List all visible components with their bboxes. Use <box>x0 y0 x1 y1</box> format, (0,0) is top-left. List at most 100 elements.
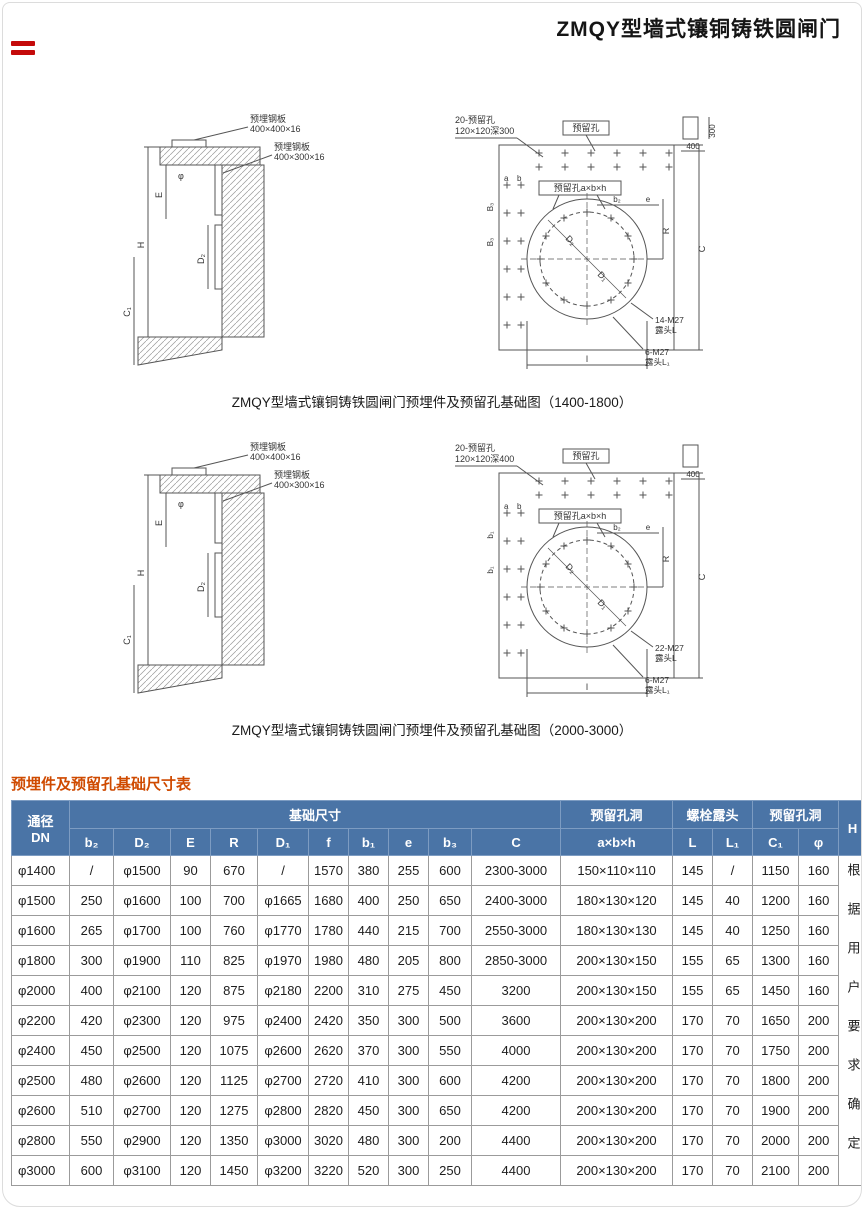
value-cell: 2300-3000 <box>470 855 562 886</box>
dim-e: e <box>646 195 651 204</box>
value-cell: 600 <box>428 1065 472 1096</box>
group-header-bolt: 螺栓露头 <box>672 800 754 829</box>
value-cell: 2420 <box>308 1005 349 1036</box>
figure-caption: ZMQY型墙式镶铜铸铁圆闸门预埋件及预留孔基础图（1400-1800） <box>231 395 633 410</box>
bolt-main-label: 14-M27 <box>655 315 684 325</box>
dim-l: l <box>586 354 588 364</box>
value-cell: 350 <box>348 1005 389 1036</box>
value-cell: φ1770 <box>257 915 309 946</box>
value-cell: 200×130×150 <box>560 975 674 1006</box>
holes-size: 120×120深400 <box>455 454 514 464</box>
value-cell: 400 <box>69 975 114 1006</box>
value-cell: 550 <box>69 1125 114 1156</box>
col-header-b2: b₂ <box>69 828 114 856</box>
dim-side: b₁ <box>486 566 495 573</box>
value-cell: 510 <box>69 1095 114 1126</box>
value-cell: 450 <box>348 1095 389 1126</box>
bolt-main-label: 22-M27 <box>655 643 684 653</box>
plate1-label: 预埋钢板 <box>250 113 286 124</box>
value-cell: 200×130×200 <box>560 1035 674 1066</box>
dim-a: a <box>504 174 509 183</box>
value-cell: φ2900 <box>113 1125 171 1156</box>
value-cell: φ2500 <box>113 1035 171 1066</box>
value-cell: 300 <box>388 1005 429 1036</box>
dim-D2: D₂ <box>196 582 206 592</box>
dim-C1: C₁ <box>122 307 132 317</box>
value-cell: 120 <box>170 1095 211 1126</box>
value-cell: 90 <box>170 855 211 886</box>
value-cell: 1570 <box>308 855 349 886</box>
value-cell: 700 <box>428 915 472 946</box>
accent-bar <box>11 50 35 55</box>
col-header-e-cap: E <box>170 828 211 856</box>
dim-C: C <box>697 573 707 580</box>
dim-b2: b₂ <box>613 195 621 204</box>
value-cell: 440 <box>348 915 389 946</box>
front-geometry <box>455 444 705 697</box>
value-cell: 2850-3000 <box>470 945 562 976</box>
value-cell: φ2700 <box>113 1095 171 1126</box>
plate1-size: 400×400×16 <box>250 452 301 462</box>
col-header-b3: b₃ <box>428 828 472 856</box>
holes-label: 20-预留孔 <box>455 114 495 125</box>
value-cell: 400 <box>348 885 389 916</box>
col-header-f: f <box>308 828 349 856</box>
value-cell: 200×130×200 <box>560 1005 674 1036</box>
dim-top-horizontal: 400 <box>686 470 700 479</box>
col-header-h: H <box>838 800 861 856</box>
value-cell: 110 <box>170 945 211 976</box>
value-cell: 370 <box>348 1035 389 1066</box>
value-cell: φ2100 <box>113 975 171 1006</box>
value-cell: 155 <box>672 945 714 976</box>
value-cell: φ1665 <box>257 885 309 916</box>
col-header-abh: a×b×h <box>560 828 674 856</box>
value-cell: φ1500 <box>113 855 171 886</box>
col-header-r: R <box>210 828 258 856</box>
reserved-hole-label: 预留孔 <box>572 122 599 133</box>
col-header-c: C <box>470 828 562 856</box>
value-cell: 4400 <box>470 1155 562 1186</box>
col-header-dn: 通径 DN <box>11 800 70 856</box>
value-cell: 170 <box>672 1005 714 1036</box>
value-cell: 420 <box>69 1005 114 1036</box>
dim-H: H <box>136 242 146 249</box>
value-cell: 145 <box>672 855 714 886</box>
front-labels: 20-预留孔 120×120深300 预留孔 300 400 预留孔a×b×h … <box>455 114 717 367</box>
dim-side: B₃ <box>486 238 495 247</box>
value-cell: 250 <box>388 885 429 916</box>
dim-b: b <box>517 502 522 511</box>
page-title: ZMQY型墙式镶铜铸铁圆闸门 <box>556 18 841 41</box>
reserved-abh-label: 预留孔a×b×h <box>554 182 607 193</box>
value-cell: 1900 <box>752 1095 800 1126</box>
value-cell: 100 <box>170 915 211 946</box>
value-cell: / <box>712 855 754 886</box>
col-header-d2: D₂ <box>113 828 171 856</box>
dim-D1: D₁ <box>596 269 610 283</box>
bolt-top-sub: 露头L₁ <box>645 357 670 367</box>
value-cell: 1275 <box>210 1095 258 1126</box>
value-cell: 600 <box>428 855 472 886</box>
value-cell: 200 <box>798 1125 840 1156</box>
dim-D1: D₁ <box>596 597 610 611</box>
dim-D2: D₂ <box>564 233 578 247</box>
table-title: 预埋件及预留孔基础尺寸表 <box>11 776 192 793</box>
dn-line1: 通径 <box>27 814 54 829</box>
dn-cell: φ1500 <box>11 885 70 916</box>
value-cell: 4200 <box>470 1095 562 1126</box>
value-cell: 200 <box>798 1035 840 1066</box>
value-cell: 3600 <box>470 1005 562 1036</box>
value-cell: 200 <box>798 1005 840 1036</box>
value-cell: 760 <box>210 915 258 946</box>
value-cell: 160 <box>798 885 840 916</box>
value-cell: 40 <box>712 885 754 916</box>
value-cell: 3020 <box>308 1125 349 1156</box>
value-cell: φ1600 <box>113 885 171 916</box>
value-cell: φ1970 <box>257 945 309 976</box>
value-cell: 155 <box>672 975 714 1006</box>
dn-cell: φ2800 <box>11 1125 70 1156</box>
value-cell: 1150 <box>752 855 800 886</box>
